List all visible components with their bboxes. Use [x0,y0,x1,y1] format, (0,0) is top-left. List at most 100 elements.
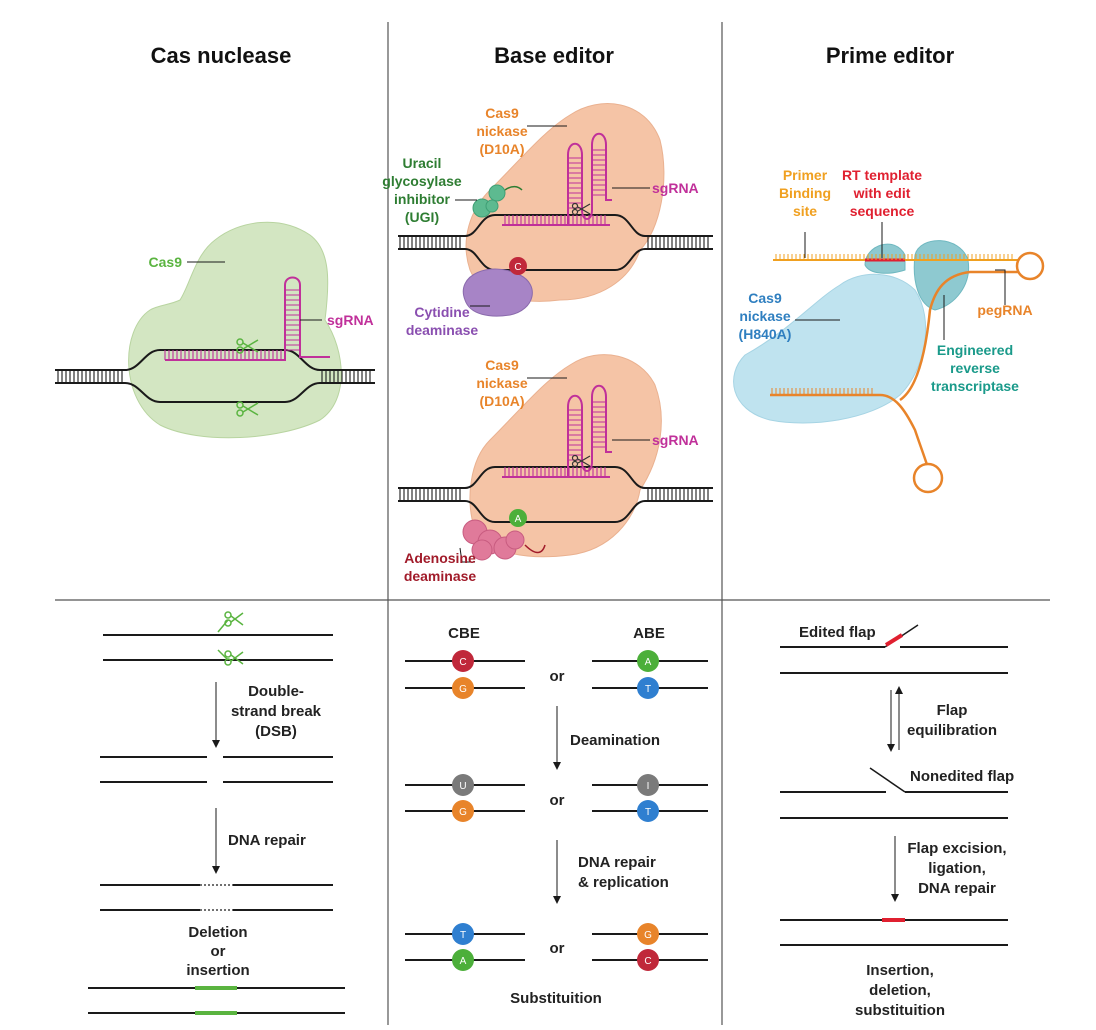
cas-sgrna-hairpin-rungs [285,289,300,351]
pbs-line3: site [793,203,817,219]
abe-sgrna-hairpin-rungs [568,401,606,461]
excision-line2: ligation, [928,860,986,877]
base-t-marker: T [452,923,474,945]
prime-editor-illustration [733,222,1045,494]
prime-outcome-line2: deletion, [869,982,931,999]
or-label: or [550,668,565,685]
base-letter: C [644,956,651,967]
abe-label: ABE [633,625,665,642]
rt-line1: Engineered [937,342,1013,358]
cbe-sgrna-hairpin [567,132,612,225]
adenosine-line2: deaminase [404,568,477,584]
base-letter: G [459,807,467,818]
cbe-base-c-marker [509,257,527,275]
ugi-line4: (UGI) [405,209,439,225]
cbe-nickase-line3: (D10A) [479,141,524,157]
base-letter: U [459,781,466,792]
base-letter: T [460,930,466,941]
edited-flap-label: Edited flap [799,624,876,641]
substitution-label: Substituition [510,990,602,1007]
pegrna-loop-top [1015,251,1045,281]
or-label: or [550,940,565,957]
pbs-line1: Primer [783,167,828,183]
adenosine-line1: Adenosine [404,550,476,566]
cas-dna-ladder [55,349,375,403]
base-g-marker: G [637,923,659,945]
adenosine-deaminase-shape [462,519,525,561]
prime-cas9-line1: Cas9 [748,290,782,306]
equilibration-line1: Flap [937,702,968,719]
base-a-marker: A [637,650,659,672]
scissors-icon [236,401,259,417]
dsb-label-line1: Double- [248,683,304,700]
prime-dna-rungs [771,388,873,395]
pegrna-body [899,270,1018,402]
base-letter: T [645,684,651,695]
dsb-workflow [88,611,345,1015]
base-letter: C [459,657,466,668]
cas-nuclease-title: Cas nuclease [151,43,292,68]
outcome-line3: insertion [186,962,249,979]
ugi-line1: Uracil [403,155,442,171]
prime-cas9-line2: nickase [739,308,791,324]
cas-sgrna-label: sgRNA [327,312,374,328]
base-g-marker: G [452,677,474,699]
abe-sgrna-hairpin [567,384,612,477]
outcome-line2: or [211,943,226,960]
base-letter: G [459,684,467,695]
cytidine-line2: deaminase [406,322,479,338]
base-letter: T [645,807,651,818]
scissors-icon [217,649,244,666]
pbs-line2: Binding [779,185,831,201]
scissors-icon [217,611,244,633]
base-g-marker: G [452,800,474,822]
abe-nickase-line2: nickase [476,375,528,391]
cas9-label: Cas9 [149,254,183,270]
excision-line3: DNA repair [918,880,996,897]
rt-template-line2: with edit [853,185,911,201]
scissors-icon [571,202,591,216]
base-repair-line2: & replication [578,874,669,891]
pegrna-loop-bottom [912,462,944,494]
deamination-label: Deamination [570,732,660,749]
base-repair-line1: DNA repair [578,854,656,871]
cas-dna-rungs [57,350,371,383]
rt-line2: reverse [950,360,1000,376]
pegrna-rungs [775,254,1013,260]
pegrna-label: pegRNA [977,302,1032,318]
equilibration-line2: equilibration [907,722,997,739]
rt-shape [913,240,970,311]
base-t-marker: T [637,800,659,822]
abe-illustration: A [398,354,713,563]
excision-line1: Flap excision, [907,840,1006,857]
dna-repair-label: DNA repair [228,832,306,849]
cas-sgrna-hairpin [270,276,330,361]
scissors-icon [236,338,259,354]
base-t-marker: T [637,677,659,699]
abe-base-a-marker [509,509,527,527]
dsb-label-line3: (DSB) [255,723,297,740]
prime-dna-strand [770,393,930,469]
cas9-nuclease-illustration [55,221,375,439]
abe-dna-rungs [399,467,709,501]
cbe-sgrna-label: sgRNA [652,180,699,196]
abe-nickase-line1: Cas9 [485,357,519,373]
abe-nickase-line3: (D10A) [479,393,524,409]
nonedited-flap-label: Nonedited flap [910,768,1014,785]
base-c-marker: C [637,949,659,971]
cbe-nickase-line1: Cas9 [485,105,519,121]
rt-line3: transcriptase [931,378,1019,394]
ugi-line3: inhibitor [394,191,451,207]
prime-outcome-line1: Insertion, [866,962,934,979]
base-letter: G [644,930,652,941]
cbe-base-c-letter: C [514,262,521,273]
cbe-nickase-line2: nickase [476,123,528,139]
cbe-dna-rungs [399,215,709,249]
base-letter: A [645,657,652,668]
cytidine-line1: Cytidine [414,304,469,320]
rt-template-line1: RT template [842,167,922,183]
scissors-icon [571,454,591,468]
base-editor-title: Base editor [494,43,614,68]
base-i-marker: I [637,774,659,796]
